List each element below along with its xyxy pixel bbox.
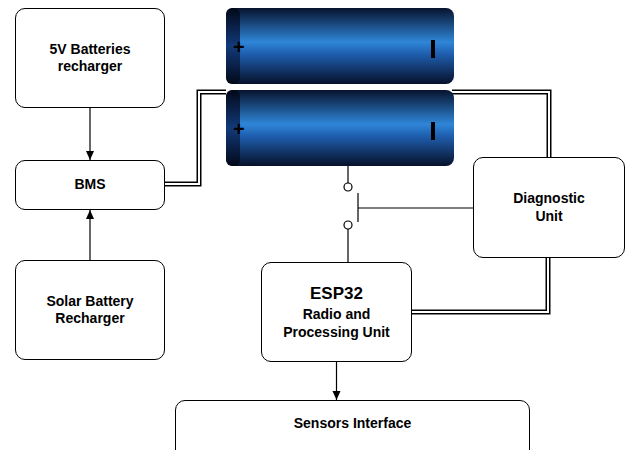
box-label: Solar Battery Recharger xyxy=(28,293,152,328)
switch-symbol xyxy=(344,166,473,262)
polarity-mark: + xyxy=(233,37,245,57)
box-heading: ESP32 xyxy=(310,283,363,304)
box-label: Diagnostic Unit xyxy=(510,190,588,225)
double-wire xyxy=(412,258,548,312)
process-box: Diagnostic Unit xyxy=(473,157,625,258)
interface-box: Sensors Interface xyxy=(175,400,530,450)
process-box: 5V Batteries recharger xyxy=(15,8,165,108)
arrow-connector xyxy=(90,210,91,260)
battery-cell xyxy=(226,8,454,84)
process-box: ESP32Radio and Processing Unit xyxy=(261,262,412,362)
arrow-connector xyxy=(90,108,91,160)
box-label: Radio and Processing Unit xyxy=(270,306,403,341)
process-box: Solar Battery Recharger xyxy=(15,260,165,360)
box-label: 5V Batteries recharger xyxy=(30,41,150,76)
arrow-connector xyxy=(336,362,337,400)
process-box: BMS xyxy=(15,160,165,210)
box-label: Sensors Interface xyxy=(294,415,412,433)
battery-cell xyxy=(226,90,454,166)
polarity-mark: + xyxy=(233,119,245,139)
box-label: BMS xyxy=(74,176,105,194)
